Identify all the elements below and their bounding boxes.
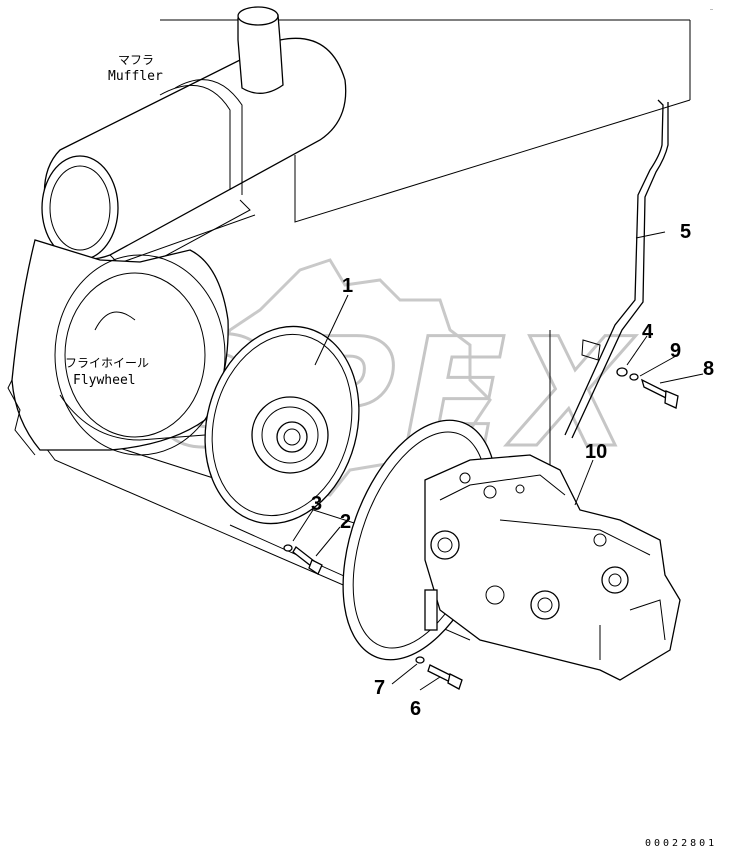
washer-9 <box>629 373 639 381</box>
callout-4: 4 <box>642 321 654 343</box>
washer-7 <box>415 656 425 664</box>
callout-6: 6 <box>410 698 421 720</box>
drain-pipe <box>564 99 669 439</box>
muffler <box>41 6 347 276</box>
hydraulic-pump-assembly <box>424 454 681 681</box>
flywheel-label-en: Flywheel <box>73 373 136 388</box>
callout-7: 7 <box>374 677 385 699</box>
washer-3 <box>283 544 293 552</box>
damper-disk <box>204 325 360 525</box>
leader-lines <box>292 231 704 691</box>
drawing-code: 00022801 <box>645 838 717 849</box>
callout-1: 1 <box>342 275 353 297</box>
callout-8: 8 <box>703 358 714 380</box>
corner-mark: … <box>710 6 713 12</box>
flywheel-label-jp: フライホイール <box>65 356 149 370</box>
bolt-6 <box>427 664 463 690</box>
bolt-2 <box>292 546 323 575</box>
callout-9: 9 <box>670 340 681 362</box>
bolt-8 <box>640 378 679 409</box>
flywheel-housing <box>7 239 229 456</box>
callout-2: 2 <box>340 511 351 533</box>
washer-4 <box>616 367 628 377</box>
callout-3: 3 <box>311 493 322 515</box>
muffler-label-en: Muffler <box>108 69 163 84</box>
muffler-label-jp: マフラ <box>118 53 154 67</box>
callout-10: 10 <box>585 441 607 463</box>
callout-5: 5 <box>680 221 691 243</box>
